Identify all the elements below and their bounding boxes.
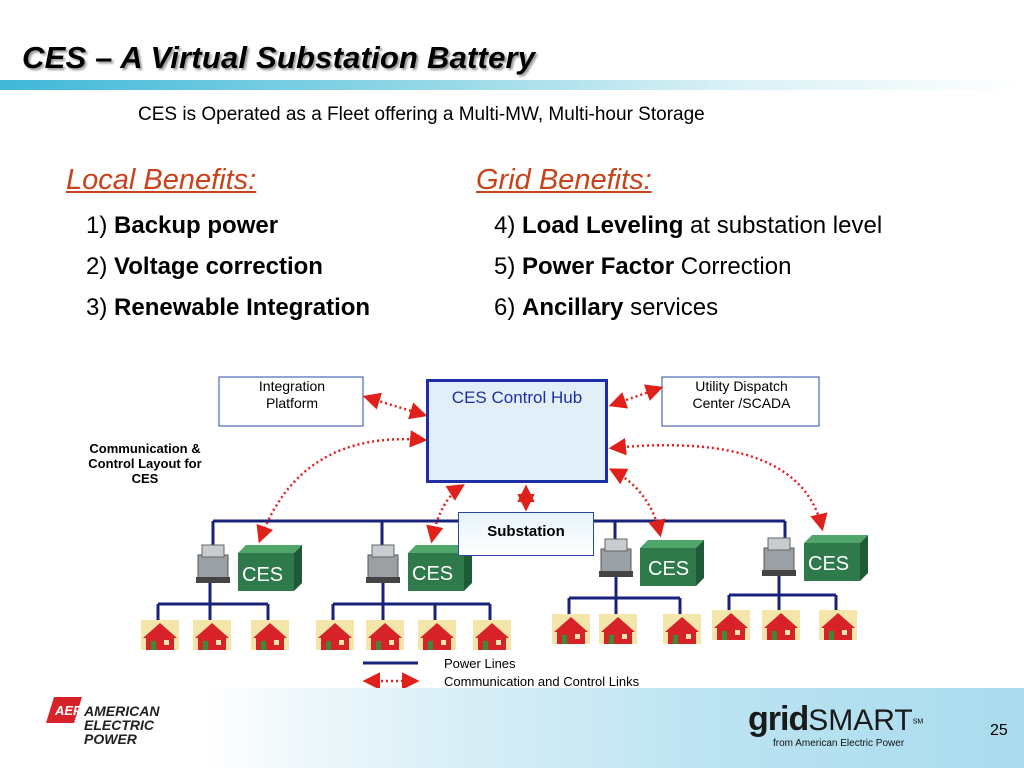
item-rest-text: services	[623, 294, 719, 321]
local-benefit-item: 1) Backup power	[86, 212, 278, 240]
item-number: 1)	[86, 212, 108, 239]
house-icon	[762, 610, 800, 640]
gridsmart-sm-mark: SM	[912, 718, 924, 726]
ces-unit-icon	[195, 544, 231, 584]
ces-unit-icon	[365, 544, 401, 584]
footer-band	[200, 688, 1024, 768]
house-icon	[251, 620, 289, 650]
title-underline-bar	[0, 80, 1024, 90]
house-icon	[712, 610, 750, 640]
ces-label: CES	[242, 564, 283, 586]
ces-control-hub: CES Control Hub	[426, 379, 608, 483]
item-bold-text: Load Leveling	[522, 212, 684, 239]
ces-unit-icon	[598, 538, 634, 578]
hub-label: CES Control Hub	[451, 388, 583, 407]
label-line: Center /SCADA	[692, 395, 791, 411]
note-line: Communication &	[89, 441, 201, 456]
label-line: Utility Dispatch	[695, 378, 788, 394]
house-icon	[819, 610, 857, 640]
item-bold-text: Voltage correction	[114, 253, 323, 280]
ces-unit-icon	[761, 537, 797, 577]
item-rest-text: at substation level	[683, 212, 883, 239]
slide-title: CES – A Virtual Substation Battery	[22, 40, 536, 75]
house-icon	[141, 620, 179, 650]
item-bold-text: Power Factor	[522, 253, 675, 280]
item-number: 4)	[494, 212, 516, 239]
ces-label: CES	[808, 553, 849, 575]
house-icon	[663, 614, 701, 644]
house-icon	[599, 614, 637, 644]
gridsmart-light: SMART	[808, 704, 913, 737]
house-icon	[418, 620, 456, 650]
house-icon	[366, 620, 404, 650]
ces-label: CES	[648, 558, 689, 580]
gridsmart-logo: gridSMARTSM	[748, 700, 923, 739]
utility-dispatch-label: Utility Dispatch Center /SCADA	[662, 378, 821, 412]
utility-dispatch-box	[661, 376, 820, 427]
item-number: 2)	[86, 253, 108, 280]
communication-links	[256, 384, 828, 544]
slide-subtitle: CES is Operated as a Fleet offering a Mu…	[138, 104, 705, 125]
integration-platform-box	[218, 376, 364, 427]
substation-box: Substation	[458, 512, 594, 556]
legend-comm-links-label: Communication and Control Links	[444, 674, 640, 689]
grid-benefit-item: 5) Power Factor Correction	[494, 253, 791, 281]
communication-layout-note: Communication & Control Layout for CES	[70, 441, 220, 486]
label-line: Integration	[258, 378, 326, 394]
house-icon	[552, 614, 590, 644]
grid-benefits-heading: Grid Benefits:	[476, 164, 652, 196]
grid-benefit-item: 4) Load Leveling at substation level	[494, 212, 882, 240]
house-icon	[473, 620, 511, 650]
grid-benefit-item: 6) Ancillary services	[494, 294, 718, 322]
item-number: 5)	[494, 253, 516, 280]
page-number: 25	[990, 722, 1008, 739]
ces-label: CES	[412, 563, 453, 585]
gridsmart-bold: grid	[748, 700, 809, 738]
aep-line: AMERICAN	[84, 703, 160, 719]
note-line: CES	[131, 471, 159, 486]
item-number: 6)	[494, 294, 516, 321]
label-line: Platform	[265, 395, 319, 411]
local-benefit-item: 3) Renewable Integration	[86, 294, 370, 322]
aep-line: ELECTRIC	[84, 717, 154, 733]
item-rest-text: Correction	[674, 253, 792, 280]
aep-wordmark: AMERICAN ELECTRIC POWER	[84, 704, 159, 746]
gridsmart-tagline: from American Electric Power	[773, 738, 905, 749]
aep-logo-icon: AEP	[46, 697, 82, 723]
item-bold-text: Ancillary	[522, 294, 624, 321]
house-icon	[316, 620, 354, 650]
local-benefit-item: 2) Voltage correction	[86, 253, 323, 281]
item-bold-text: Renewable Integration	[114, 294, 371, 321]
integration-platform-label: Integration Platform	[219, 378, 365, 412]
svg-text:AEP: AEP	[54, 703, 82, 718]
houses	[141, 610, 857, 650]
legend-power-lines-label: Power Lines	[444, 656, 516, 671]
local-benefits-heading: Local Benefits:	[66, 164, 257, 196]
house-icon	[193, 620, 231, 650]
aep-line: POWER	[84, 731, 137, 747]
item-bold-text: Backup power	[114, 212, 279, 239]
note-line: Control Layout for	[88, 456, 202, 471]
item-number: 3)	[86, 294, 108, 321]
